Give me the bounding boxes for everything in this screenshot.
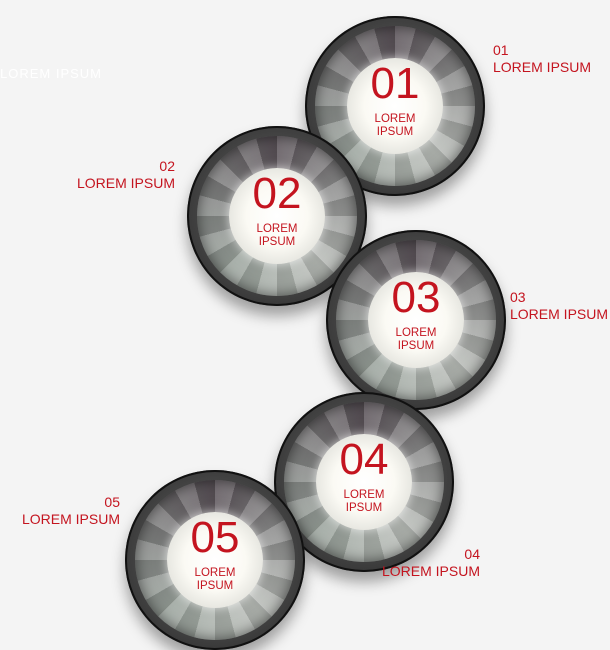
step-label-03: 03 LOREM IPSUM [510, 289, 608, 323]
center-text-line: LOREM [194, 567, 236, 579]
faint-heading: LOREM IPSUM [0, 66, 103, 81]
badge-core [368, 272, 464, 368]
step-number: 01 [370, 59, 420, 108]
center-text-line: LOREM [374, 113, 416, 125]
step-label-01: 01 LOREM IPSUM [493, 42, 591, 76]
center-text-line: IPSUM [345, 502, 383, 514]
step-number: 03 [391, 273, 441, 322]
center-text-line: IPSUM [376, 126, 414, 138]
label-text: LOREM IPSUM [493, 59, 592, 75]
label-number: 01 [493, 42, 509, 58]
label-number: 05 [104, 494, 120, 510]
center-text-line: IPSUM [397, 340, 435, 352]
step-center-text: LOREM IPSUM [326, 327, 506, 353]
step-center-text: LOREM IPSUM [187, 223, 367, 249]
center-text-line: LOREM [395, 327, 437, 339]
badge-core [229, 168, 325, 264]
center-text-line: LOREM [343, 489, 385, 501]
step-label-04: 04 LOREM IPSUM [370, 546, 480, 580]
label-number: 04 [464, 546, 480, 562]
badge-core [316, 434, 412, 530]
center-text-line: LOREM [256, 223, 298, 235]
step-badge-04: 04 LOREM IPSUM [274, 392, 454, 572]
step-label-05: 05 LOREM IPSUM [5, 494, 120, 528]
center-text-line: IPSUM [196, 580, 234, 592]
badge-core [347, 58, 443, 154]
step-center-text: LOREM IPSUM [125, 567, 305, 593]
step-label-02: 02 LOREM IPSUM [60, 158, 175, 192]
center-text-line: IPSUM [258, 236, 296, 248]
label-text: LOREM IPSUM [76, 175, 175, 191]
label-number: 03 [510, 289, 526, 305]
label-number: 02 [159, 158, 175, 174]
step-center-text: LOREM IPSUM [274, 489, 454, 515]
label-text: LOREM IPSUM [21, 511, 120, 527]
step-badge-01: 01 LOREM IPSUM [305, 16, 485, 196]
step-badge-03: 03 LOREM IPSUM [326, 230, 506, 410]
step-number: 02 [252, 169, 302, 218]
step-badge-05: 05 LOREM IPSUM [125, 470, 305, 650]
step-number: 04 [339, 435, 389, 484]
step-center-text: LOREM IPSUM [305, 113, 485, 139]
label-text: LOREM IPSUM [381, 563, 480, 579]
badge-core [167, 512, 263, 608]
step-number: 05 [190, 513, 240, 562]
label-text: LOREM IPSUM [510, 306, 609, 322]
